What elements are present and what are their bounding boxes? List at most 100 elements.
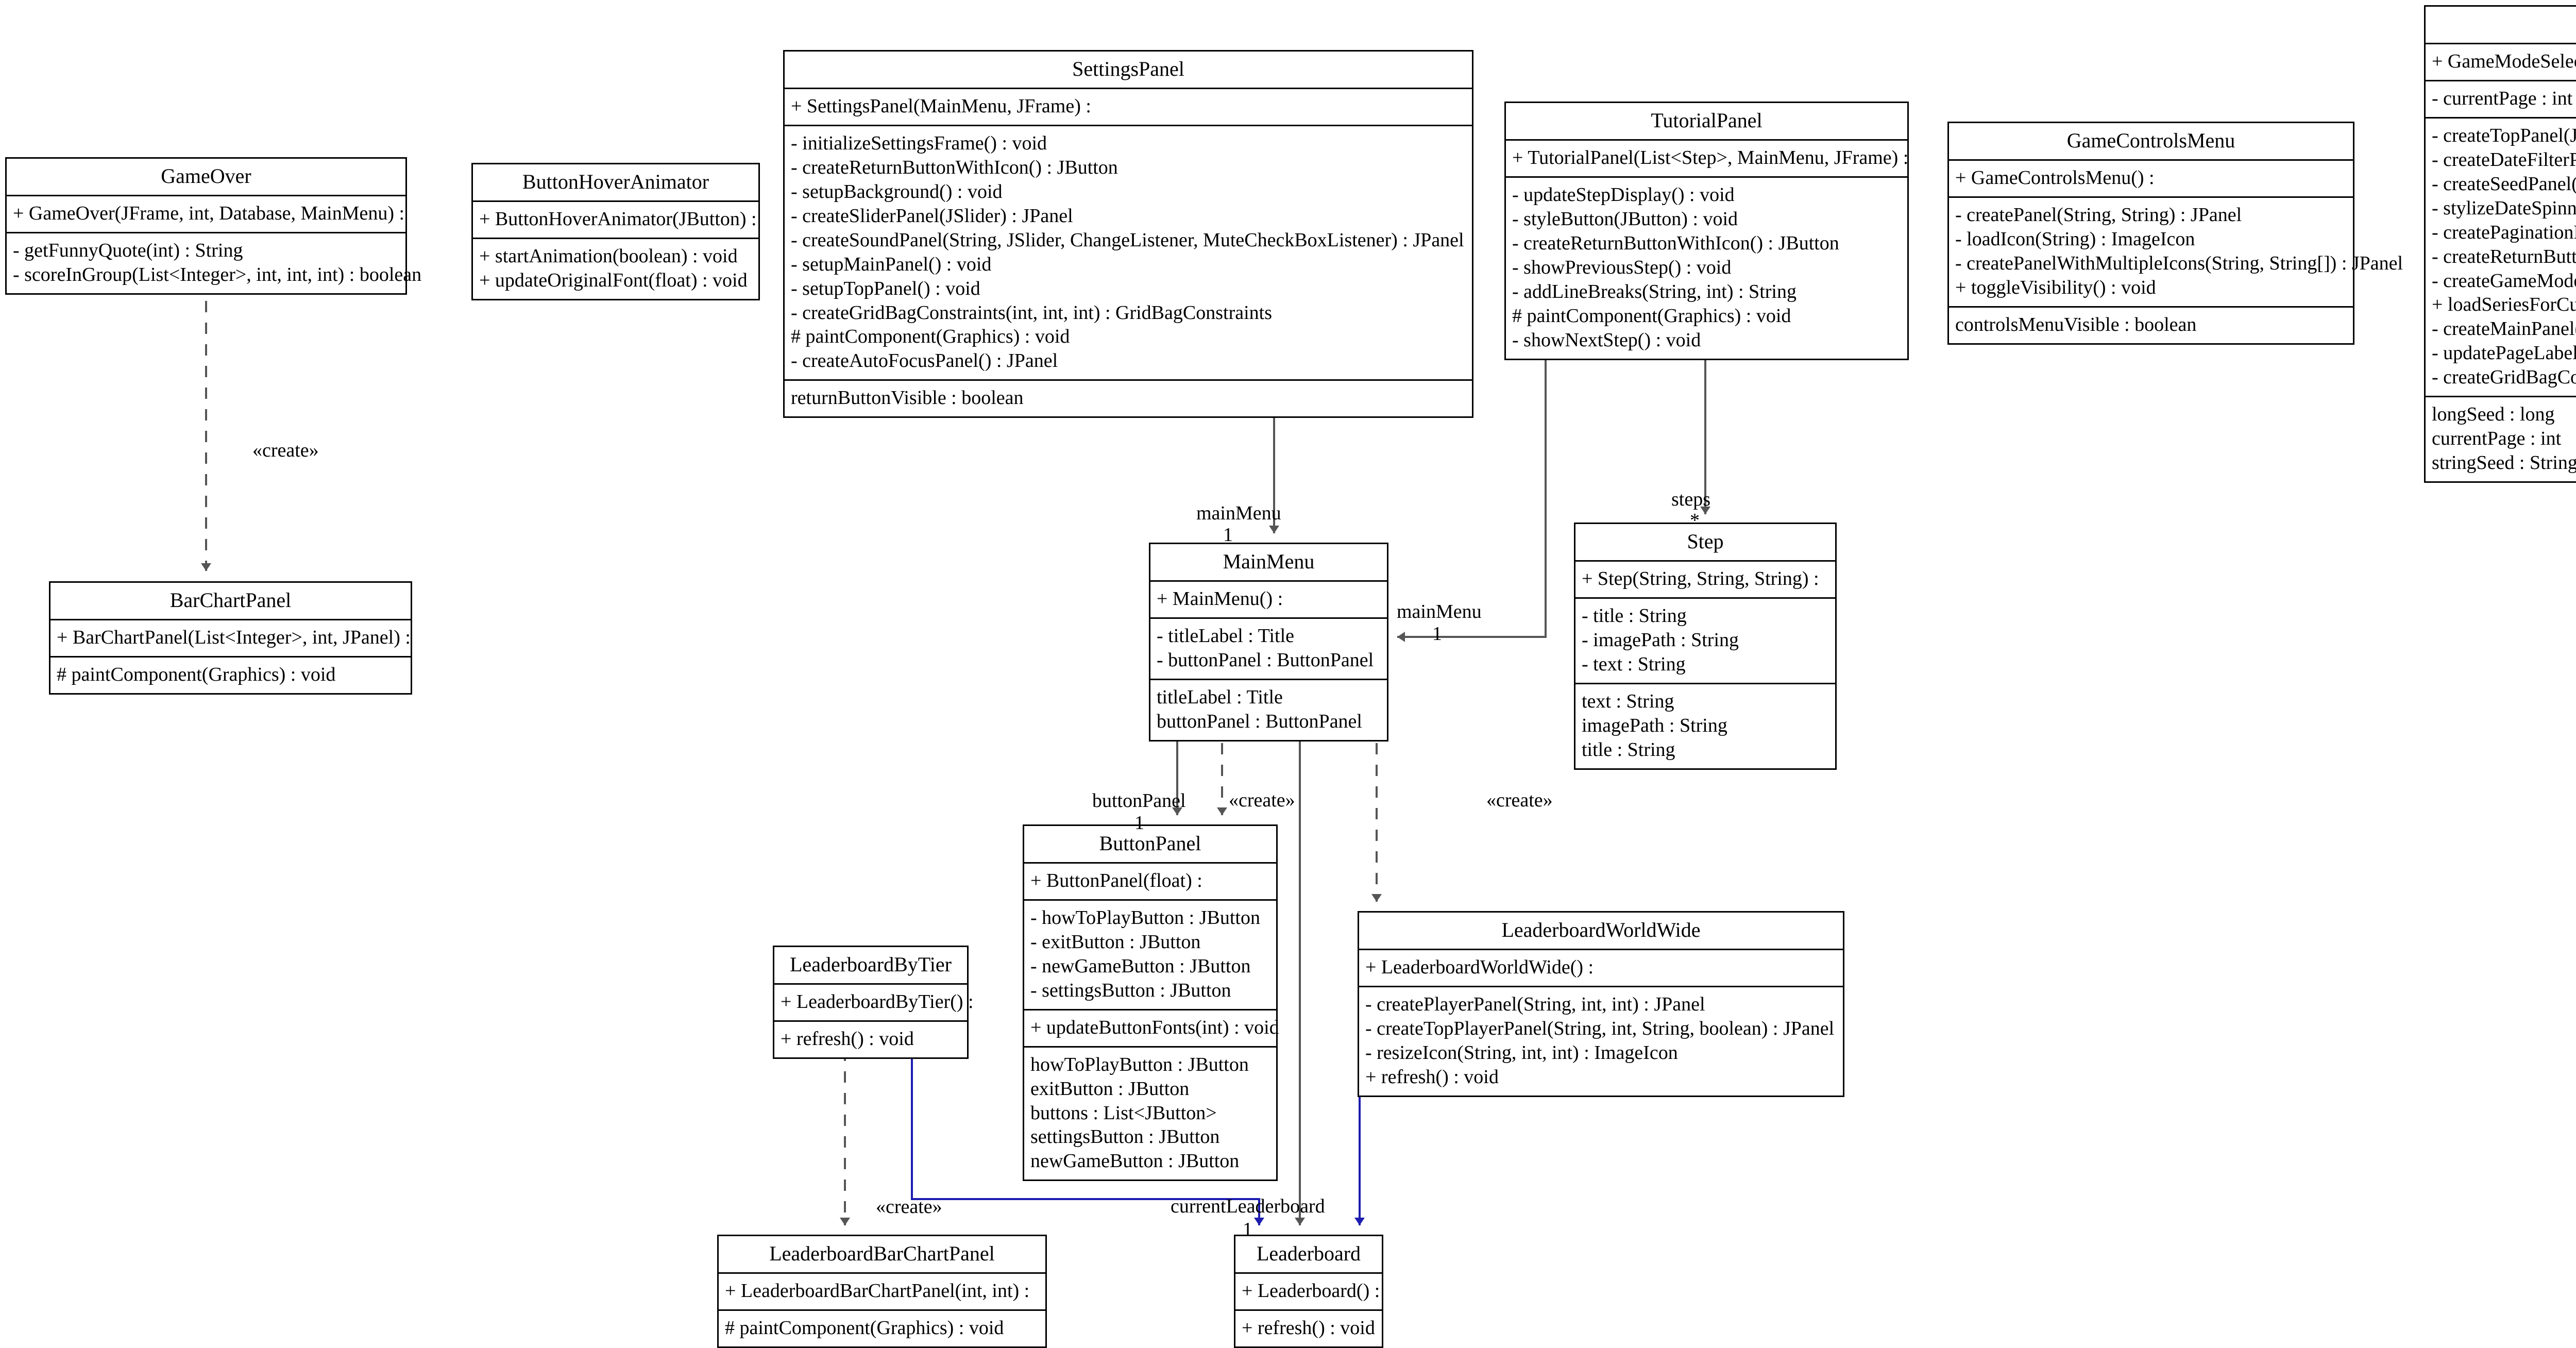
class-member: - howToPlayButton : JButton [1030,906,1260,929]
class-compartment: - createPlayerPanel(String, int, int) : … [1359,985,1843,1096]
uml-class-barchartpanel[interactable]: BarChartPanel+ BarChartPanel(List<Intege… [49,581,412,695]
uml-class-tutorialpanel[interactable]: TutorialPanel+ TutorialPanel(List<Step>,… [1504,102,1909,360]
class-compartment: - howToPlayButton : JButton- exitButton … [1024,899,1276,1009]
create-mainmenu-leaderboardworldwide: «create» [1486,789,1553,811]
class-member: exitButton : JButton [1030,1077,1190,1100]
class-member: - settingsButton : JButton [1030,979,1231,1001]
class-member: - stylizeDateSpinner(JSpinner) : void [2432,197,2576,219]
class-member: - createReturnButtonWithIcon() : JButton [1512,232,1839,254]
class-member: newGameButton : JButton [1030,1150,1240,1172]
class-member: - createGridBagConstraints(int, int, int… [791,301,1273,324]
class-member: settingsButton : JButton [1030,1126,1220,1148]
class-member: text : String [1582,690,1674,712]
class-member: - createSeedPanel(ActionListener) : JPan… [2432,173,2576,195]
mult-buttonpanel: 1 [1134,812,1144,834]
class-member: - titleLabel : Title [1157,625,1295,647]
class-name: ButtonPanel [1099,832,1201,855]
class-name: Step [1687,530,1724,553]
uml-class-gamecontrolsmenu[interactable]: GameControlsMenu + GameControlsMenu() : - … [1947,122,2403,345]
class-compartment: + SettingsPanel(MainMenu, JFrame) : [785,88,1472,125]
class-compartment: - createPanel(String, String) : JPanel- … [1949,196,2403,306]
class-compartment: + MainMenu() : [1150,580,1387,617]
class-member: - imagePath : String [1582,629,1739,651]
class-compartment: # paintComponent(Graphics) : void [50,655,411,693]
class-name: LeaderboardWorldWide [1501,918,1701,941]
label-mainmenu-settingspanel: mainMenu [1196,502,1281,524]
class-member: - loadIcon(String) : ImageIcon [1955,228,2195,250]
class-compartment: returnButtonVisible : boolean [785,379,1472,416]
class-compartment: + startAnimation(boolean) : void+ update… [473,237,758,299]
class-member: longSeed : long [2432,403,2555,426]
mult-mainmenu-settingspanel: 1 [1223,524,1233,546]
class-member: - addLineBreaks(String, int) : String [1512,280,1797,302]
class-member: + LeaderboardByTier() : [781,991,974,1013]
class-member: + toggleVisibility() : void [1955,276,2156,298]
mult-steps: * [1690,510,1700,531]
class-member: - createReturnButtonWithIcon(JFrame, Mai… [2432,245,2576,267]
uml-class-leaderboardbytier[interactable]: LeaderboardByTier + LeaderboardByTier() :… [773,946,974,1059]
class-compartment: + updateButtonFonts(int) : void [1024,1008,1279,1046]
uml-class-settingspanel[interactable]: SettingsPanel + SettingsPanel(MainMenu, J… [783,50,1473,418]
class-member: - createTopPanel(JFrame, MainMenu) : JPa… [2432,124,2576,146]
class-member: + SettingsPanel(MainMenu, JFrame) : [791,95,1091,117]
uml-class-step[interactable]: Step+ Step(String, String, String) :- ti… [1574,523,1837,770]
label-buttonpanel: buttonPanel [1092,790,1186,812]
class-member: - createGridBagConstraints(int, int, int… [2432,366,2576,389]
class-compartment: controlsMenuVisible : boolean [1949,306,2353,343]
uml-class-mainmenu[interactable]: MainMenu + MainMenu() : - titleLabel : Tit… [1149,543,1388,742]
class-member: + MainMenu() : [1157,588,1283,610]
class-member: - createDateFilterPanel() : JPanel [2432,148,2576,171]
uml-class-leaderboard[interactable]: Leaderboard+ Leaderboard() :+ refresh() … [1234,1235,1383,1348]
uml-class-buttonhoveranimator[interactable]: ButtonHoverAnimator+ ButtonHoverAnimator… [471,163,760,300]
class-member: imagePath : String [1582,714,1727,736]
class-member: + ButtonHoverAnimator(JButton) : [479,208,757,230]
class-member: - buttonPanel : ButtonPanel [1157,649,1374,671]
label-mainmenu-tutorialpanel: mainMenu [1397,601,1482,622]
class-member: + Leaderboard() : [1242,1280,1380,1302]
class-compartment: + GameOver(JFrame, int, Database, MainMe… [7,195,405,232]
create-mainmenu-buttonpanel: «create» [1229,789,1295,811]
class-compartment: + ButtonPanel(float) : [1024,862,1276,899]
class-member: + GameControlsMenu() : [1955,167,2155,189]
class-member: - title : String [1582,604,1687,627]
class-compartment: + Leaderboard() : [1235,1272,1382,1309]
label-currentleaderboard: currentLeaderboard [1171,1195,1325,1217]
class-compartment: - title : String- imagePath : String- te… [1575,597,1835,683]
class-member: - createSoundPanel(String, JSlider, Chan… [791,229,1464,251]
class-compartment: # paintComponent(Graphics) : void [719,1309,1045,1346]
class-member: # paintComponent(Graphics) : void [1512,305,1791,327]
class-member: - initializeSettingsFrame() : void [791,132,1047,154]
uml-class-leaderboardworldwide[interactable]: LeaderboardWorldWide+ LeaderboardWorldWi… [1358,911,1844,1097]
class-member: - setupMainPanel() : void [791,253,992,275]
class-member: + ButtonPanel(float) : [1030,870,1202,891]
class-member: - createPanelWithMultipleIcons(String, S… [1955,252,2403,274]
class-member: # paintComponent(Graphics) : void [57,663,336,685]
class-compartment: - currentPage : int [2426,79,2576,117]
class-member: # paintComponent(Graphics) : void [791,326,1070,348]
uml-class-leaderboardbarchartpanel[interactable]: LeaderboardBarChartPanel+ LeaderboardBar… [717,1235,1047,1348]
class-name: GameControlsMenu [2066,129,2235,152]
class-member: + GameModeSelectionPanel(ActionListener,… [2432,50,2576,72]
class-member: - resizeIcon(String, int, int) : ImageIc… [1365,1041,1678,1064]
class-member: - showNextStep() : void [1512,329,1701,351]
mult-currentleaderboard: 1 [1243,1219,1252,1240]
mult-mainmenu-tutorialpanel: 1 [1432,623,1442,645]
class-member: - createSliderPanel(JSlider) : JPanel [791,205,1073,227]
uml-class-gamemodeselectionpanel[interactable]: GameModeSelectionPanel+ GameModeSelectio… [2424,5,2576,483]
class-member: - scoreInGroup(List<Integer>, int, int, … [13,263,422,285]
class-compartment: + refresh() : void [774,1020,967,1057]
class-name: SettingsPanel [1072,57,1184,80]
class-member: - createPlayerPanel(String, int, int) : … [1365,993,1705,1015]
class-compartment: + ButtonHoverAnimator(JButton) : [473,200,758,238]
class-compartment: - updateStepDisplay() : void- styleButto… [1506,176,1907,359]
uml-class-buttonpanel[interactable]: ButtonPanel + ButtonPanel(float) : - howTo… [1023,824,1279,1182]
class-name: MainMenu [1223,550,1315,573]
class-member: - currentPage : int [2432,87,2573,109]
class-name: LeaderboardByTier [790,953,952,976]
class-member: returnButtonVisible : boolean [791,387,1024,409]
uml-class-gameover[interactable]: GameOver+ GameOver(JFrame, int, Database… [5,157,422,295]
